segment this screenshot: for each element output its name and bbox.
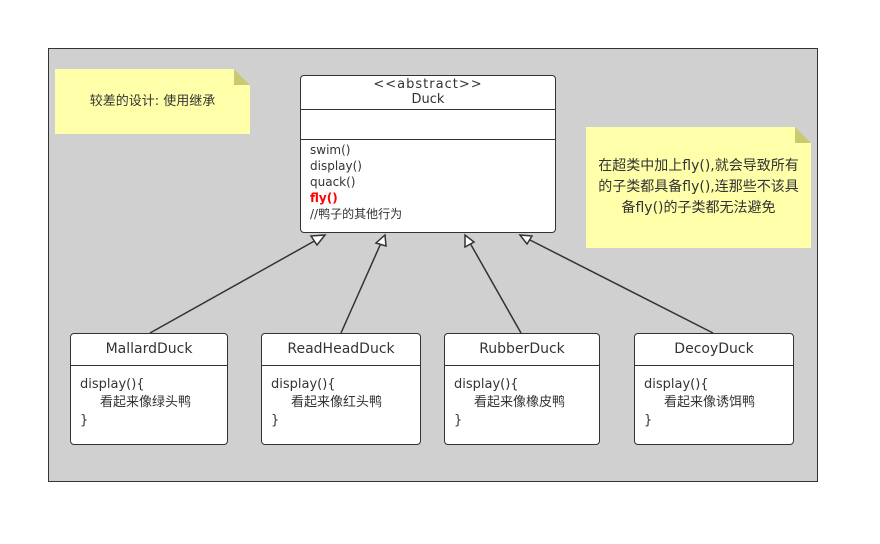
class-name: MallardDuck <box>71 334 227 366</box>
body-line: display(){ <box>80 377 145 392</box>
class-body: display(){ 看起来像橡皮鸭 } <box>445 366 599 440</box>
method: swim() <box>310 143 351 157</box>
class-rubberduck[interactable]: RubberDuck display(){ 看起来像橡皮鸭 } <box>444 333 600 445</box>
body-line: 看起来像绿头鸭 <box>100 395 192 410</box>
class-name: ReadHeadDuck <box>262 334 420 366</box>
arrow-head-decoy <box>518 234 534 246</box>
body-line: } <box>80 413 89 428</box>
body-line: } <box>454 413 463 428</box>
arrow-head-mallard <box>309 234 327 247</box>
body-line: 看起来像橡皮鸭 <box>474 395 566 410</box>
body-line: 看起来像诱饵鸭 <box>664 395 756 410</box>
duck-attributes <box>301 110 555 140</box>
note-fold-icon <box>795 127 811 143</box>
body-line: 看起来像红头鸭 <box>291 395 383 410</box>
duck-stereotype: <<abstract>> <box>373 77 483 92</box>
arrow-mallard <box>149 238 319 334</box>
method: display() <box>310 159 362 173</box>
duck-name: Duck <box>411 92 445 107</box>
note-left-text: 较差的设计: 使用继承 <box>89 94 216 109</box>
class-mallardduck[interactable]: MallardDuck display(){ 看起来像绿头鸭 } <box>70 333 228 445</box>
class-body: display(){ 看起来像绿头鸭 } <box>71 366 227 440</box>
method-fly: fly() <box>310 191 338 205</box>
class-decoyduck[interactable]: DecoyDuck display(){ 看起来像诱饵鸭 } <box>634 333 794 445</box>
body-line: } <box>644 413 653 428</box>
arrow-head-rubber <box>464 233 476 249</box>
class-body: display(){ 看起来像红头鸭 } <box>262 366 420 440</box>
class-body: display(){ 看起来像诱饵鸭 } <box>635 366 793 440</box>
note-right-text: 在超类中加上fly(),就会导致所有的子类都具备fly(),连那些不该具备fly… <box>598 158 799 216</box>
class-name: RubberDuck <box>445 334 599 366</box>
arrow-decoy <box>527 238 714 334</box>
duck-header: <<abstract>> Duck <box>301 76 555 110</box>
arrow-rubber <box>469 242 522 334</box>
method-comment: //鸭子的其他行为 <box>310 207 403 221</box>
duck-methods: swim() display() quack() fly() //鸭子的其他行为 <box>301 140 555 224</box>
body-line: } <box>271 413 280 428</box>
body-line: display(){ <box>644 377 709 392</box>
body-line: display(){ <box>271 377 336 392</box>
note-fold-icon <box>234 69 250 85</box>
note-right: 在超类中加上fly(),就会导致所有的子类都具备fly(),连那些不该具备fly… <box>586 127 811 248</box>
class-readheadduck[interactable]: ReadHeadDuck display(){ 看起来像红头鸭 } <box>261 333 421 445</box>
note-left: 较差的设计: 使用继承 <box>55 69 250 134</box>
class-name: DecoyDuck <box>635 334 793 366</box>
body-line: display(){ <box>454 377 519 392</box>
arrow-readhead <box>340 242 382 334</box>
class-duck[interactable]: <<abstract>> Duck swim() display() quack… <box>300 75 556 233</box>
arrow-head-readhead <box>374 233 387 248</box>
method: quack() <box>310 175 356 189</box>
